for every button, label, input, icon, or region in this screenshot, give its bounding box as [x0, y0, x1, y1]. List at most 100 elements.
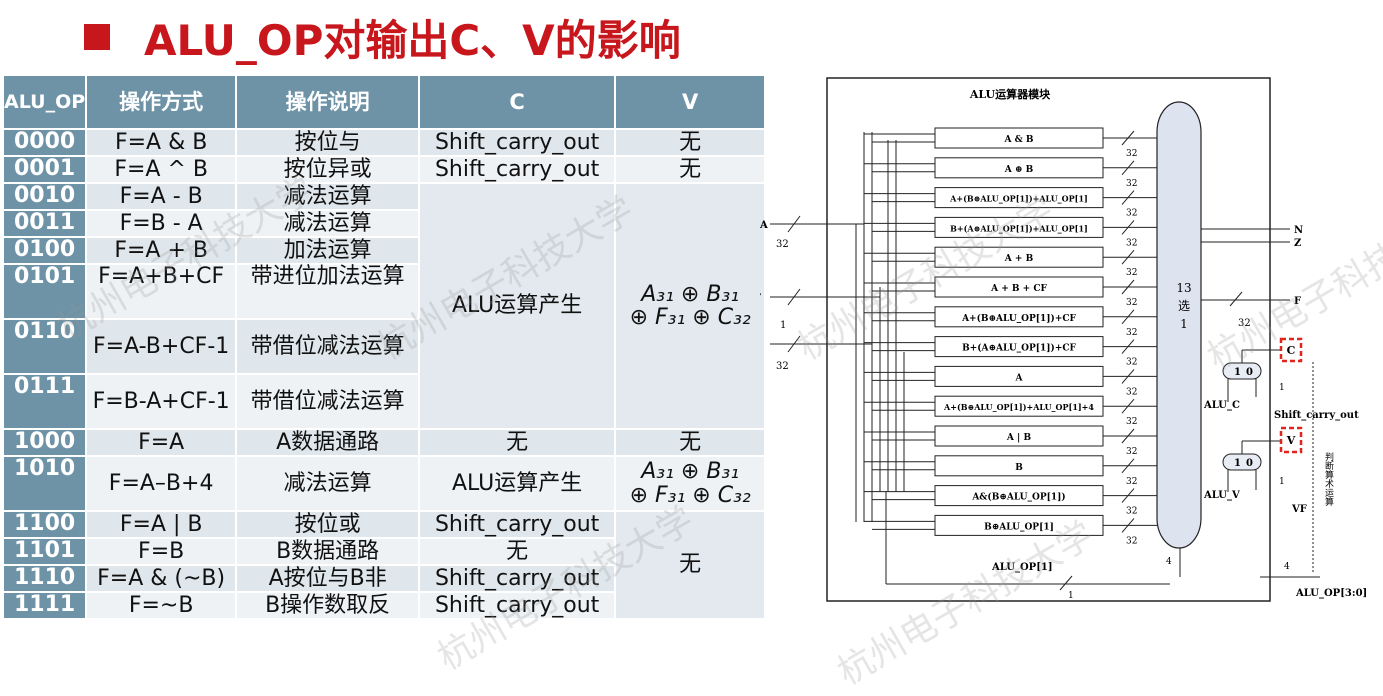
- op-box-label: A & B: [1004, 135, 1034, 145]
- flag-c-label: C: [1287, 344, 1296, 357]
- bus-width-label: 32: [1126, 238, 1137, 248]
- vf-label: VF: [1291, 504, 1307, 515]
- op-box-label: A + B + CF: [990, 284, 1047, 294]
- mux-sel-width: 4: [1166, 557, 1172, 567]
- bus-width-label: 32: [1126, 507, 1137, 517]
- input-cf-width: 1: [780, 320, 786, 331]
- op-code: 1110: [3, 565, 86, 592]
- table-row: 0010 F=A - B 减法运算 ALU运算产生 A₃₁ ⊕ B₃₁ ⊕ F₃…: [3, 183, 765, 210]
- op-code: 1100: [3, 511, 86, 538]
- op-desc: A按位与B非: [236, 565, 419, 592]
- title-bullet-icon: [84, 24, 110, 50]
- side-note: 判断算术运算: [1323, 451, 1334, 507]
- mux-c-sel-0: 0: [1246, 367, 1253, 378]
- input-b-width: 32: [776, 361, 789, 372]
- table-row: 0000 F=A & B 按位与 Shift_carry_out 无: [3, 129, 765, 156]
- op-desc: 带借位减法运算: [236, 319, 419, 374]
- op-c: ALU运算产生: [419, 456, 615, 511]
- input-a-label: A: [760, 220, 768, 231]
- v-formula-line2: ⊕ F₃₁ ⊕ C₃₂: [616, 484, 764, 507]
- op-mode: F=A ^ B: [86, 156, 236, 183]
- op-c: Shift_carry_out: [419, 511, 615, 538]
- op-desc: 带进位加法运算: [236, 264, 419, 319]
- mux-label-select: 选: [1178, 299, 1190, 313]
- output-n-label: N: [1294, 225, 1303, 236]
- op-v-merged: 无: [615, 511, 765, 619]
- op-desc: 带借位减法运算: [236, 374, 419, 429]
- op-box-label: A | B: [1006, 433, 1032, 443]
- mux-label-1: 1: [1180, 317, 1188, 331]
- op-v: 无: [615, 129, 765, 156]
- op-mode: F=B-A+CF-1: [86, 374, 236, 429]
- op-code: 1010: [3, 456, 86, 511]
- v-formula-line2: ⊕ F₃₁ ⊕ C₃₂: [616, 306, 764, 329]
- op-mode: F=A & B: [86, 129, 236, 156]
- op-c: Shift_carry_out: [419, 129, 615, 156]
- input-a-width: 32: [776, 239, 789, 250]
- bus-width-label: 32: [1126, 268, 1137, 278]
- op-c-merged: ALU运算产生: [419, 183, 615, 429]
- op-desc: 减法运算: [236, 183, 419, 210]
- alu-op-bit-width: 1: [1068, 591, 1074, 601]
- bus-width-label: 32: [1126, 477, 1137, 487]
- bus-width-label: 32: [1126, 209, 1137, 219]
- op-desc: 减法运算: [236, 210, 419, 237]
- output-f-width: 32: [1238, 318, 1251, 329]
- bus-width-label: 32: [1126, 298, 1137, 308]
- bus-width-label: 32: [1126, 417, 1137, 427]
- slide-title: ALU_OP对输出C、V的影响: [84, 8, 681, 66]
- output-f-label: F: [1294, 296, 1301, 307]
- module-title: ALU运算器模块: [969, 87, 1051, 101]
- op-v: 无: [615, 156, 765, 183]
- op-code: 1101: [3, 538, 86, 565]
- op-mode: F=B - A: [86, 210, 236, 237]
- alu-op-bus-label: ALU_OP[3:0]: [1295, 588, 1367, 599]
- table-header-row: ALU_OP 操作方式 操作说明 C V: [3, 75, 765, 129]
- table-row: 1010 F=A–B+4 减法运算 ALU运算产生 A₃₁ ⊕ B₃₁ ⊕ F₃…: [3, 456, 765, 511]
- op-mode: F=A+B+CF: [86, 264, 236, 319]
- bus-width-label: 32: [1126, 387, 1137, 397]
- op-code: 1111: [3, 592, 86, 619]
- op-code: 0001: [3, 156, 86, 183]
- shift-carry-label: Shift_carry_out: [1274, 410, 1359, 421]
- alu-v-label: ALU_V: [1203, 490, 1240, 501]
- op-v-formula: A₃₁ ⊕ B₃₁ ⊕ F₃₁ ⊕ C₃₂: [615, 456, 765, 511]
- v-formula-line1: A₃₁ ⊕ B₃₁: [616, 460, 764, 483]
- mux-v: [1223, 454, 1261, 470]
- bus-width-label: 32: [1126, 328, 1137, 338]
- op-box-label: A&(B⊕ALU_OP[1]): [971, 492, 1065, 503]
- bus-width-label: 32: [1126, 149, 1137, 159]
- mux-v-sel-0: 0: [1246, 458, 1253, 469]
- vf-width: 1: [1279, 477, 1285, 487]
- mux-13-to-1: [1157, 102, 1201, 548]
- header-desc: 操作说明: [236, 75, 419, 129]
- op-box-label: B+(A⊕ALU_OP[1])+ALU_OP[1]: [950, 223, 1088, 233]
- op-mode: F=A + B: [86, 237, 236, 264]
- op-c: 无: [419, 429, 615, 456]
- alu-op-bit-label: ALU_OP[1]: [991, 562, 1053, 573]
- op-code: 0010: [3, 183, 86, 210]
- op-box-label: A+(B⊕ALU_OP[1])+ALU_OP[1]: [949, 194, 1088, 204]
- op-box-label: A ⊕ B: [1004, 165, 1034, 175]
- op-mode: F=A | B: [86, 511, 236, 538]
- op-desc: 按位或: [236, 511, 419, 538]
- op-mode: F=A-B+CF-1: [86, 319, 236, 374]
- table-row: 1100 F=A | B 按位或 Shift_carry_out 无: [3, 511, 765, 538]
- op-mode: F=A & (~B): [86, 565, 236, 592]
- op-box-label: A + B: [1004, 254, 1034, 264]
- slide-title-text: ALU_OP对输出C、V的影响: [144, 7, 681, 68]
- header-alu-op: ALU_OP: [3, 75, 86, 129]
- op-box-label: B: [1015, 463, 1023, 473]
- bus-width-label: 32: [1126, 447, 1137, 457]
- bus-width-label: 32: [1126, 179, 1137, 189]
- op-mode: F=~B: [86, 592, 236, 619]
- bus-width-label: 32: [1126, 536, 1137, 546]
- op-code: 0011: [3, 210, 86, 237]
- alu-c-label: ALU_C: [1203, 400, 1240, 411]
- header-v: V: [615, 75, 765, 129]
- alu-block-diagram: ALU运算器模块 A 32 C F 1 B 32 A & B: [760, 72, 1383, 625]
- op-c: Shift_carry_out: [419, 156, 615, 183]
- op-desc: 按位与: [236, 129, 419, 156]
- op-desc: B数据通路: [236, 538, 419, 565]
- op-box-label: A+(B⊕ALU_OP[1])+ALU_OP[1]+4: [943, 402, 1094, 412]
